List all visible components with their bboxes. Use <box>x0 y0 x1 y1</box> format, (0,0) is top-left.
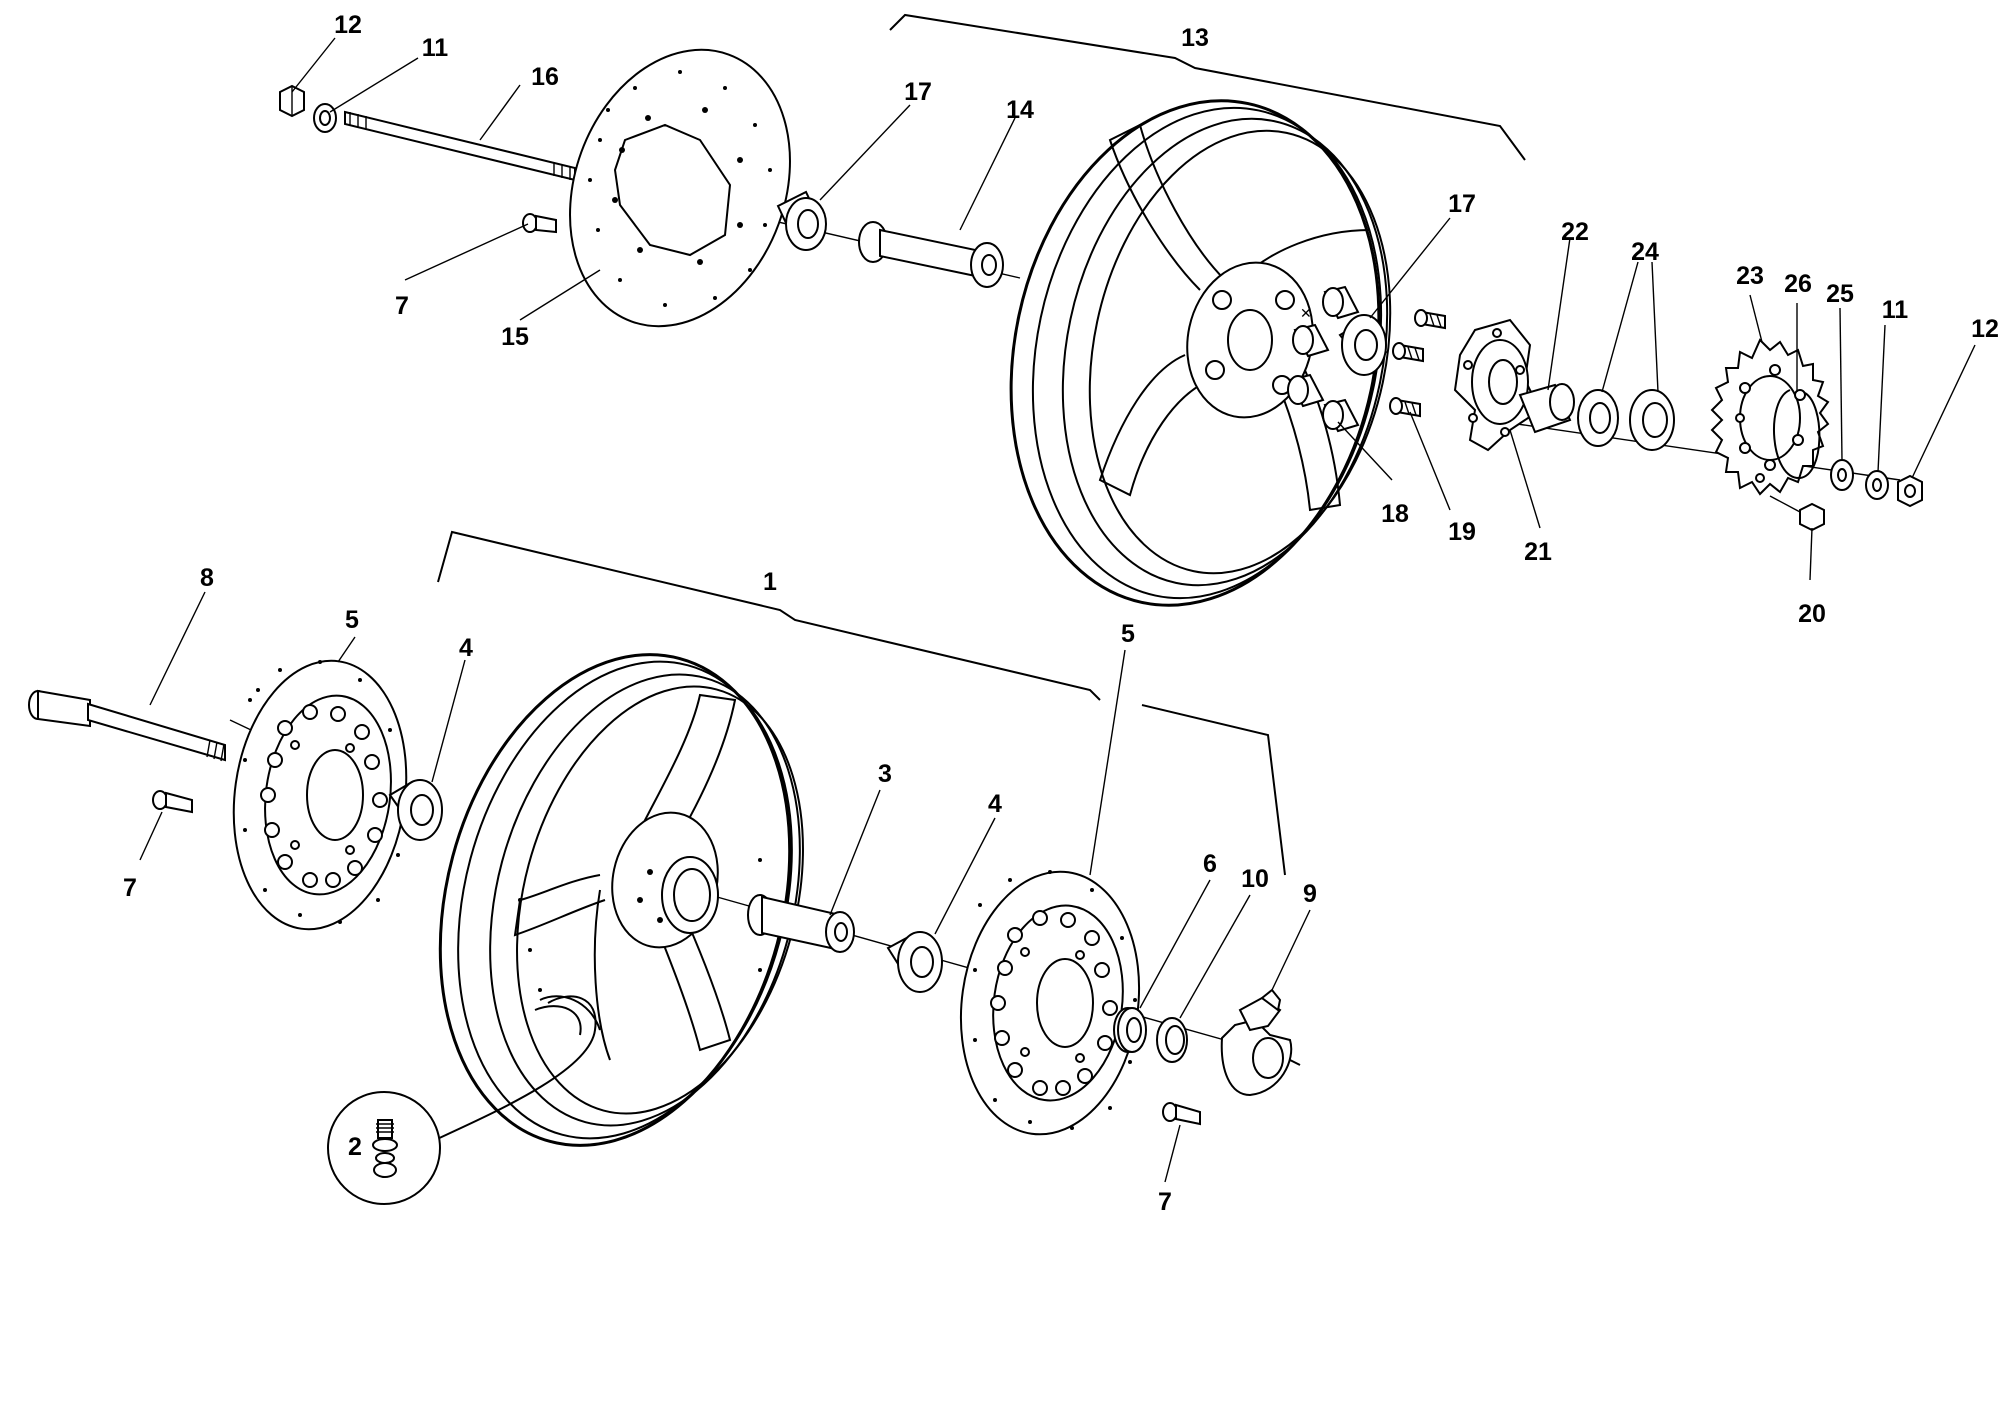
label-24: 24 <box>1631 238 1659 266</box>
sprocket-circlip <box>1773 389 1821 480</box>
label-12-left: 12 <box>334 11 362 39</box>
front-bearing-left <box>388 779 443 841</box>
disc-bolt-front-right <box>1162 1102 1201 1126</box>
leader-lines <box>139 37 1976 1183</box>
speedometer-drive <box>1220 988 1301 1097</box>
front-axle <box>28 689 226 762</box>
label-11-right: 11 <box>1882 296 1909 324</box>
label-7-front-left: 7 <box>123 874 137 902</box>
label-8: 8 <box>200 564 214 592</box>
front-wheel-rim <box>438 653 804 1147</box>
rear-wheel-assembly: ✕ ✕ <box>279 13 1923 607</box>
rear-wheel-rim: ✕ ✕ <box>1009 99 1392 607</box>
label-18: 18 <box>1381 500 1409 528</box>
front-spacer <box>747 894 855 953</box>
label-23: 23 <box>1736 262 1764 290</box>
label-5-left: 5 <box>345 606 359 634</box>
label-15: 15 <box>501 323 529 351</box>
label-7-rear: 7 <box>395 292 409 320</box>
front-bearing-right <box>886 931 943 993</box>
label-3: 3 <box>878 760 892 788</box>
label-10: 10 <box>1241 865 1269 893</box>
label-7-front-right: 7 <box>1158 1188 1172 1216</box>
part-labels: 1 2 3 4 4 5 5 6 7 7 7 8 9 10 11 11 12 12… <box>123 11 1999 1216</box>
rear-bearing-right <box>1338 314 1388 376</box>
label-12-right: 12 <box>1971 315 1999 343</box>
label-6: 6 <box>1203 850 1217 878</box>
label-17-right: 17 <box>1448 190 1476 218</box>
rear-brake-disc <box>569 48 791 328</box>
front-brake-disc-right <box>959 870 1141 1136</box>
svg-text:✕: ✕ <box>1300 306 1312 322</box>
disc-bolt-rear <box>522 213 557 234</box>
label-5-right: 5 <box>1121 620 1135 648</box>
nut-right-rear <box>1897 474 1923 508</box>
sprocket-carrier <box>1453 318 1542 452</box>
disc-bolt-front-left <box>152 790 193 814</box>
front-seal <box>1113 1007 1147 1053</box>
label-1: 1 <box>763 568 777 596</box>
label-20: 20 <box>1798 600 1826 628</box>
front-assembly-bracket <box>437 530 1101 701</box>
rear-spacer-tube <box>858 221 1004 288</box>
label-13: 13 <box>1181 24 1209 52</box>
label-16: 16 <box>531 63 559 91</box>
label-19: 19 <box>1448 518 1476 546</box>
front-spacer-ring <box>1156 1017 1188 1063</box>
sprocket-nut <box>1769 495 1825 532</box>
rear-axle-shaft <box>344 110 576 182</box>
label-2: 2 <box>348 1133 362 1161</box>
tire-valve-detail <box>327 995 597 1205</box>
label-14: 14 <box>1006 96 1034 124</box>
label-22: 22 <box>1561 218 1589 246</box>
label-11-left: 11 <box>422 34 449 62</box>
label-4-right: 4 <box>988 790 1002 818</box>
label-26: 26 <box>1784 270 1812 298</box>
label-9: 9 <box>1303 880 1317 908</box>
rear-assembly-bracket <box>889 13 1526 161</box>
nut-left-rear <box>279 84 305 118</box>
carrier-spacer <box>1518 383 1575 434</box>
rear-sprocket <box>1710 338 1830 496</box>
washer-left-rear <box>313 103 337 133</box>
front-brake-disc-left <box>232 659 408 931</box>
sprocket-studs <box>1389 309 1446 418</box>
label-4-left: 4 <box>459 634 473 662</box>
carrier-bearings <box>1577 389 1675 451</box>
front-wheel-assembly <box>28 530 1301 1205</box>
label-25: 25 <box>1826 280 1854 308</box>
label-17-left: 17 <box>904 78 932 106</box>
label-21: 21 <box>1524 538 1552 566</box>
cush-drive-rubbers <box>1287 285 1360 433</box>
rear-bearing-left <box>776 190 827 251</box>
